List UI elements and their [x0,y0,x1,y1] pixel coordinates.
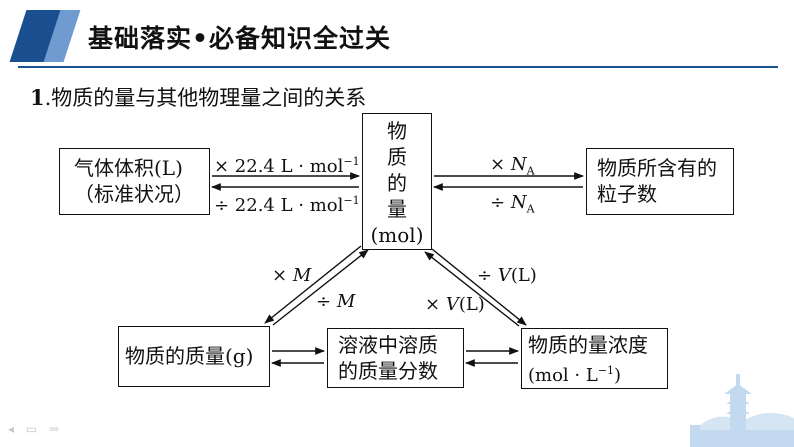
center-unit: (mol) [370,223,424,247]
center-char-1: 物 [387,119,407,143]
center-char-2: 质 [387,145,407,169]
label-divide-molar-volume: ÷ 22.4 L · mol−1 [214,194,360,216]
label-times-avogadro: × NA [490,154,535,178]
label-divide-volume: ÷ V(L) [477,265,537,286]
section-heading: 1.物质的量与其他物理量之间的关系 [30,82,366,112]
center-char-3: 的 [387,171,407,195]
standard-conditions-label: （标准状况） [74,182,194,206]
section-number: 1 [30,85,45,110]
gas-volume-label: 气体体积(L) [74,156,183,180]
label-times-volume: × V(L) [425,294,485,315]
molar-concentration-box: 物质的量浓度 (mol · L−1) [521,328,668,389]
page-title: 基础落实•必备知识全过关 [88,24,391,53]
particle-count-box: 物质所含有的 粒子数 [586,148,734,215]
header-divider [18,66,778,68]
concentration-label: 物质的量浓度 [528,333,648,357]
concentration-unit: (mol · L−1) [528,364,622,386]
gas-volume-box: 气体体积(L) （标准状况） [59,148,210,215]
section-title-text: .物质的量与其他物理量之间的关系 [44,86,367,110]
mass-label: 物质的质量(g) [125,344,254,368]
mass-fraction-label-1: 溶液中溶质 [338,333,438,357]
mass-fraction-box: 溶液中溶质 的质量分数 [327,328,464,388]
particle-count-label-2: 粒子数 [597,182,657,206]
mass-box: 物质的质量(g) [118,326,270,387]
header-bar: 基础落实•必备知识全过关 [0,0,794,66]
center-char-4: 量 [387,197,407,221]
label-divide-avogadro: ÷ NA [490,192,535,216]
arrow-mol-to-conc [431,248,527,326]
amount-of-substance-box: 物 质 的 量 (mol) [362,113,432,250]
slide-nav-icons[interactable]: ◂ ▭ ⇒ [8,422,64,436]
arrow-mol-to-mass [264,245,362,324]
mass-fraction-label-2: 的质量分数 [338,359,438,383]
arrow-mass-to-mol [272,249,369,326]
particle-count-label-1: 物质所含有的 [597,156,717,180]
arrow-conc-to-mol [424,251,520,327]
label-divide-molar-mass: ÷ M [316,291,356,312]
pagoda-decoration [690,374,794,447]
label-times-molar-volume: × 22.4 L · mol−1 [214,155,360,177]
label-times-molar-mass: × M [272,265,312,286]
